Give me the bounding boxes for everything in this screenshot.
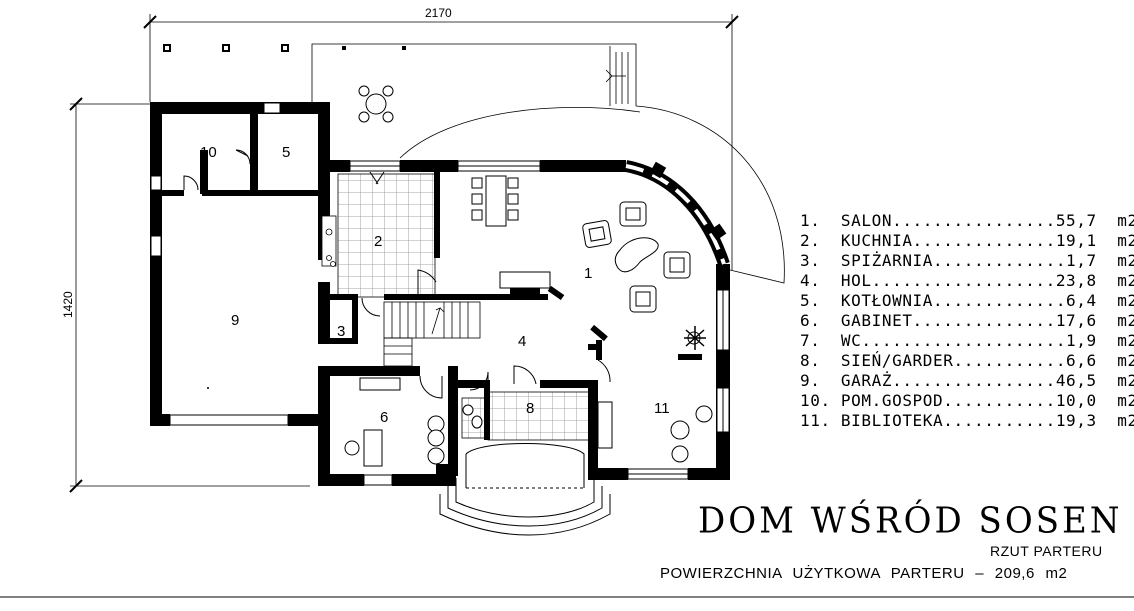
pergola-posts [163,44,406,52]
legend-item: 1. SALON................55,7 m2 [800,211,1134,230]
legend-item: 10. POM.GOSPOD...........10,0 m2 [800,391,1134,410]
bay-pillars [649,161,727,241]
dimension-height-label: 1420 [61,291,75,318]
legend-item: 5. KOTŁOWNIA.............6,4 m2 [800,291,1134,310]
library-furniture [597,401,713,463]
dimension-height [69,97,310,493]
legend-item: 11. BIBLIOTEKA...........19,3 m2 [800,411,1134,430]
salon-furniture [582,201,701,345]
room-label-office: 6 [380,409,388,426]
entrance-steps [439,443,611,536]
staircase [383,301,481,367]
plan-subtitle: RZUT PARTERU [990,543,1103,559]
legend-item: 3. SPIŻARNIA.............1,7 m2 [800,251,1134,270]
room-label-salon: 1 [584,265,592,282]
room-label-utility: 10 [200,144,217,161]
plan-title: DOM WŚRÓD SOSEN [698,500,1123,542]
usable-area-summary: POWIERZCHNIA UŻYTKOWA PARTERU – 209,6 m2 [660,565,1068,582]
legend-item: 7. WC....................1,9 m2 [800,331,1134,350]
room-label-vestibule: 8 [526,400,534,417]
room-label-boiler: 5 [282,144,290,161]
room-label-garage: 9 [231,312,239,329]
doors [183,149,611,399]
legend-item: 2. KUCHNIA..............19,1 m2 [800,231,1134,250]
terrace [311,43,785,284]
terrace-table [358,85,394,123]
dimension-width-label: 2170 [425,6,452,20]
wc-fittings [462,404,483,429]
room-legend: 1. SALON................55,7 m2 2. KUCHN… [800,211,1134,431]
room-label-library: 11 [654,400,670,417]
kitchen-floor-tiles [337,173,436,298]
fireplace [499,271,551,289]
windows [150,102,730,486]
dimension-width [143,14,739,270]
room-label-kitchen: 2 [374,233,382,250]
plant-icon [684,326,706,350]
legend-item: 8. SIEŃ/GARDER...........6,6 m2 [800,351,1134,370]
legend-item: 9. GARAŻ................46,5 m2 [800,371,1134,390]
vestibule-floor-tiles [487,391,597,441]
dining-set [471,175,519,227]
room-label-pantry: 3 [337,323,345,340]
room-label-hall: 4 [518,333,526,350]
legend-item: 4. HOL..................23,8 m2 [800,271,1134,290]
kitchen-fittings [321,215,337,267]
legend-item: 6. GABINET..............17,6 m2 [800,311,1134,330]
office-furniture [344,377,445,467]
